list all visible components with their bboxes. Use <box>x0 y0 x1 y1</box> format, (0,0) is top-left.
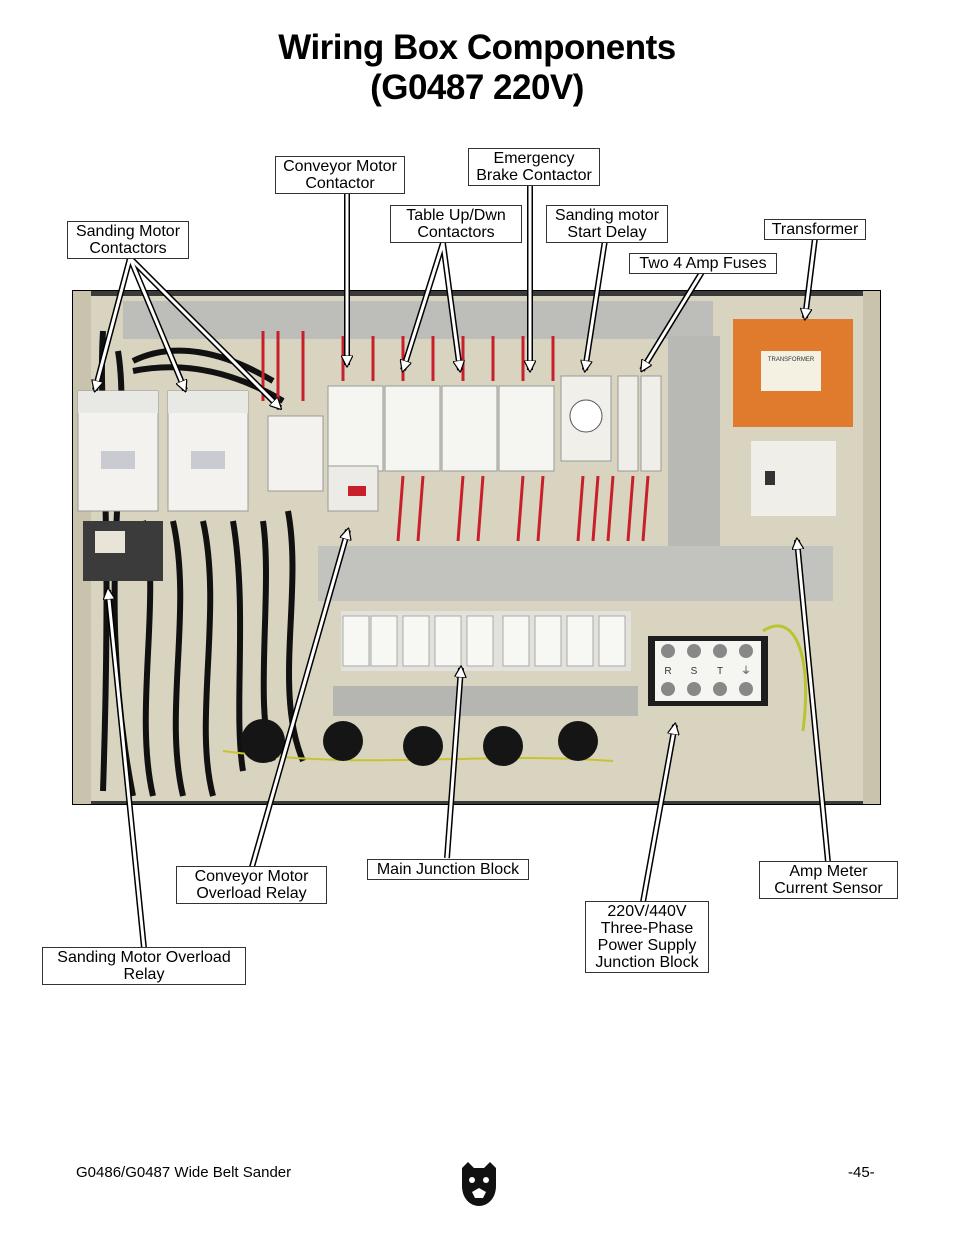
label-line: Emergency <box>493 150 575 167</box>
label-two-4-amp-fuses: Two 4 Amp Fuses <box>629 253 777 274</box>
label-line: Conveyor Motor <box>194 868 309 885</box>
label-sanding-motor-contactors: Sanding Motor Contactors <box>67 221 189 259</box>
label-line: Contactor <box>305 175 375 192</box>
label-line: Table Up/Dwn <box>406 207 506 224</box>
label-line: Contactors <box>417 224 495 241</box>
label-line: Transformer <box>771 221 859 238</box>
label-line: Relay <box>123 966 165 983</box>
label-line: Start Delay <box>567 224 647 241</box>
footer-title: G0486/G0487 Wide Belt Sander <box>76 1164 292 1181</box>
terminal-letter-s: S <box>691 666 698 677</box>
label-line: Contactors <box>89 240 167 257</box>
label-main-junction-block: Main Junction Block <box>367 859 529 880</box>
label-conveyor-motor-overload-relay: Conveyor Motor Overload Relay <box>176 866 327 904</box>
terminal-letter-t: T <box>717 666 723 677</box>
label-line: Power Supply <box>597 937 697 954</box>
label-line: Sanding Motor <box>75 223 181 240</box>
label-line: Brake Contactor <box>476 167 592 184</box>
label-transformer: Transformer <box>764 219 866 240</box>
terminal-letter-r: R <box>664 666 671 677</box>
label-line: Two 4 Amp Fuses <box>639 255 767 272</box>
label-sanding-motor-overload-relay: Sanding Motor Overload Relay <box>42 947 246 985</box>
label-line: Current Sensor <box>774 880 883 897</box>
label-line: Junction Block <box>595 954 699 971</box>
label-line: Sanding motor <box>554 207 660 224</box>
label-power-supply-junction-block: 220V/440V Three-Phase Power Supply Junct… <box>585 901 709 973</box>
title-line-2: (G0487 220V) <box>370 68 584 107</box>
bear-logo-icon <box>462 1162 496 1206</box>
title-line-1: Wiring Box Components <box>278 28 676 67</box>
terminal-letter-ground: ⏚ <box>741 665 751 677</box>
label-line: Conveyor Motor <box>283 158 397 175</box>
label-emergency-brake-contactor: Emergency Brake Contactor <box>468 148 600 186</box>
label-table-up-dwn-contactors: Table Up/Dwn Contactors <box>390 205 522 243</box>
label-amp-meter-current-sensor: Amp Meter Current Sensor <box>759 861 898 899</box>
label-line: Amp Meter <box>789 863 868 880</box>
wiring-box-photo: TRANSFORMER R S T ⏚ <box>72 290 881 805</box>
label-line: Main Junction Block <box>376 861 520 878</box>
transformer-plate-text: TRANSFORMER <box>768 357 815 363</box>
label-sanding-motor-start-delay: Sanding motor Start Delay <box>546 205 668 243</box>
label-line: Three-Phase <box>600 920 694 937</box>
label-line: 220V/440V <box>607 903 687 920</box>
label-conveyor-motor-contactor: Conveyor Motor Contactor <box>275 156 405 194</box>
wiring-box-illustration: TRANSFORMER R S T ⏚ <box>73 291 880 804</box>
label-line: Sanding Motor Overload <box>57 949 231 966</box>
page-number: -45- <box>848 1164 875 1181</box>
label-line: Overload Relay <box>196 885 307 902</box>
page-title: Wiring Box Components (G0487 220V) <box>0 28 954 108</box>
